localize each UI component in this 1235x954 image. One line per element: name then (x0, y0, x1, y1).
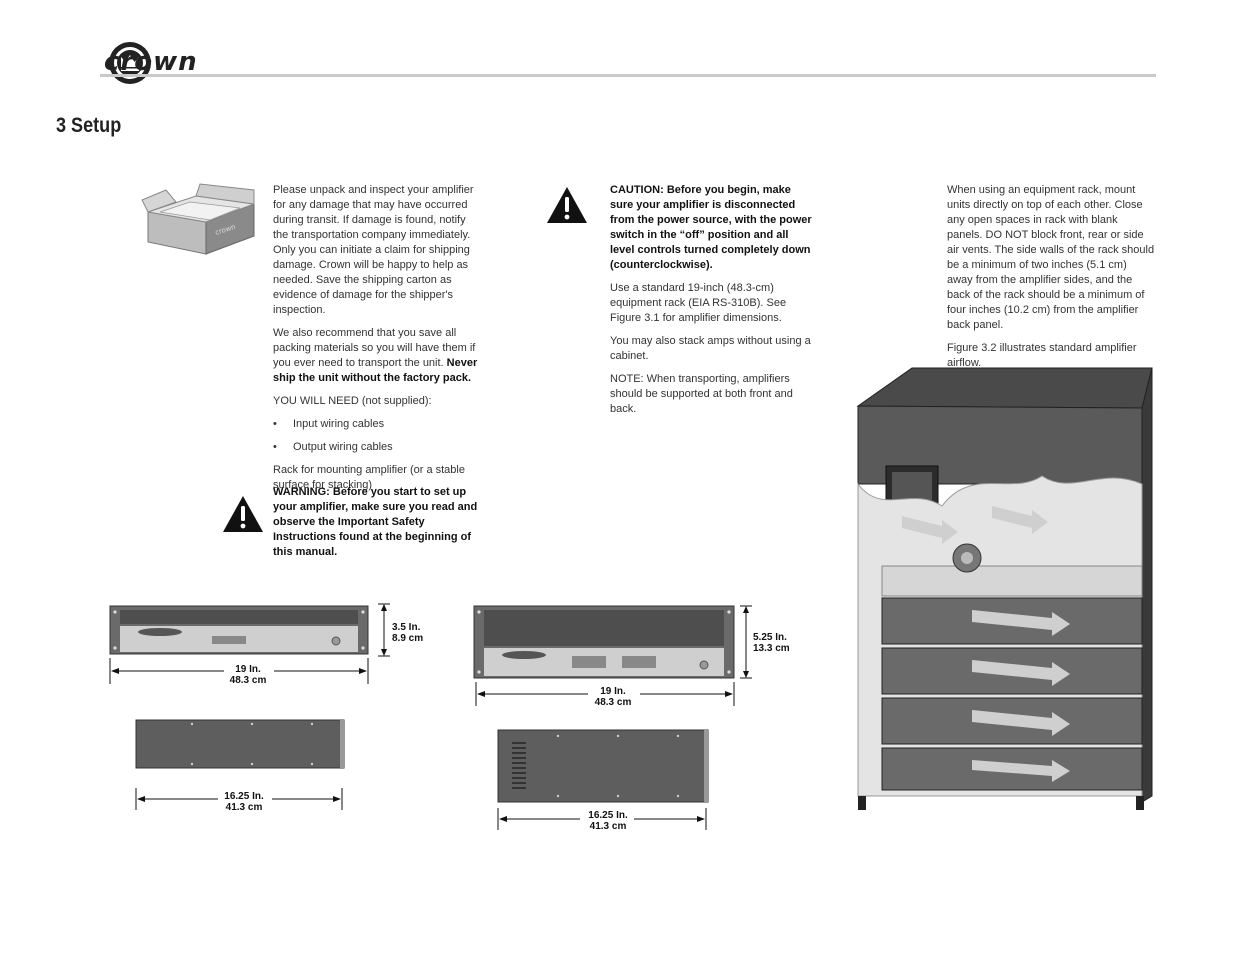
airflow-figure-reference: Figure 3.2 illustrates standard amplifie… (947, 342, 1137, 369)
mounting-paragraph: When using an equipment rack, mount unit… (947, 184, 1155, 331)
small-width-dimension: 19 In. 48.3 cm (229, 664, 267, 686)
large-amplifier-side-figure (497, 729, 709, 830)
rack-airflow-illustration (856, 367, 1153, 810)
small-amplifier-front-figure (109, 603, 390, 684)
large-height-dimension: 5.25 In. 13.3 cm (753, 632, 790, 654)
airflow-column: When using an equipment rack, mount unit… (947, 183, 1155, 379)
list-item: Input wiring cables (273, 417, 479, 432)
needed-items-list: Input wiring cables Output wiring cables (273, 417, 479, 455)
page-title: 3 Setup (56, 114, 122, 137)
warning-icon (223, 496, 263, 532)
header-rule (100, 74, 1156, 77)
warning-text: WARNING: Before you start to set up your… (273, 486, 478, 558)
caution-icon (547, 187, 587, 223)
never-ship-emphasis: Never ship the unit without the factory … (273, 357, 478, 384)
unpacking-column: Please unpack and inspect your amplifier… (273, 183, 479, 501)
rack-note: Rack for mounting amplifier (or a stable… (273, 464, 465, 491)
transport-note: NOTE: When transporting, amplifiers shou… (610, 373, 793, 415)
stack-amps-paragraph: You may also stack amps without using a … (610, 335, 811, 362)
packing-paragraph: We also recommend that you save all pack… (273, 327, 478, 384)
small-amplifier-side-figure (135, 719, 345, 810)
large-width-dimension: 19 In. 48.3 cm (594, 686, 632, 708)
small-height-dimension: 3.5 In. 8.9 cm (392, 622, 424, 644)
large-depth-dimension: 16.25 In. 41.3 cm (588, 810, 628, 832)
large-amplifier-front-figure (473, 605, 752, 706)
rack-column: CAUTION: Before you begin, make sure you… (610, 183, 815, 425)
small-depth-dimension: 16.25 In. 41.3 cm (224, 791, 264, 813)
shipping-carton-illustration: crown (141, 183, 255, 255)
unpack-paragraph: Please unpack and inspect your amplifier… (273, 184, 474, 316)
you-will-need-label: YOU WILL NEED (not supplied): (273, 395, 432, 407)
list-item: Output wiring cables (273, 440, 479, 455)
standard-rack-paragraph: Use a standard 19-inch (48.3-cm) equipme… (610, 282, 787, 324)
crown-logo (109, 42, 151, 84)
brand-wordmark: crown (104, 47, 198, 77)
caution-text: CAUTION: Before you begin, make sure you… (610, 184, 812, 271)
